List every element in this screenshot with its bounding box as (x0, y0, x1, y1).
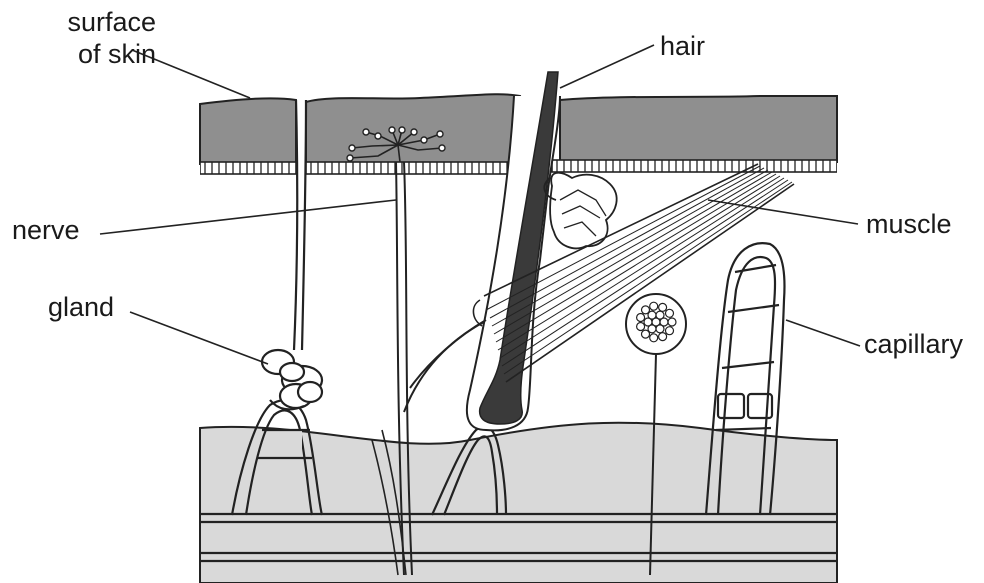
leader-lines (100, 45, 860, 364)
receptor-dot (666, 327, 674, 335)
receptor-dot (650, 334, 658, 342)
receptor-dot (666, 309, 674, 317)
label-surface-line1: surface (26, 6, 156, 38)
label-surface-of-skin: surface of skin (26, 6, 156, 70)
receptor-dot (656, 311, 664, 319)
receptor-dot (642, 330, 650, 338)
receptor-dot (656, 325, 664, 333)
label-hair: hair (660, 30, 705, 62)
receptor-dot (668, 318, 676, 326)
receptor-dot (637, 323, 645, 331)
receptor-dot (659, 333, 667, 341)
receptor-dot (642, 306, 650, 314)
label-gland: gland (48, 291, 114, 323)
label-muscle: muscle (866, 208, 952, 240)
receptor-dot (650, 302, 658, 310)
capillary-fill (272, 430, 302, 450)
label-nerve: nerve (12, 214, 80, 246)
receptor-dot (637, 314, 645, 322)
label-capillary: capillary (864, 328, 963, 360)
receptor-dot (659, 303, 667, 311)
label-surface-line2: of skin (26, 38, 156, 70)
